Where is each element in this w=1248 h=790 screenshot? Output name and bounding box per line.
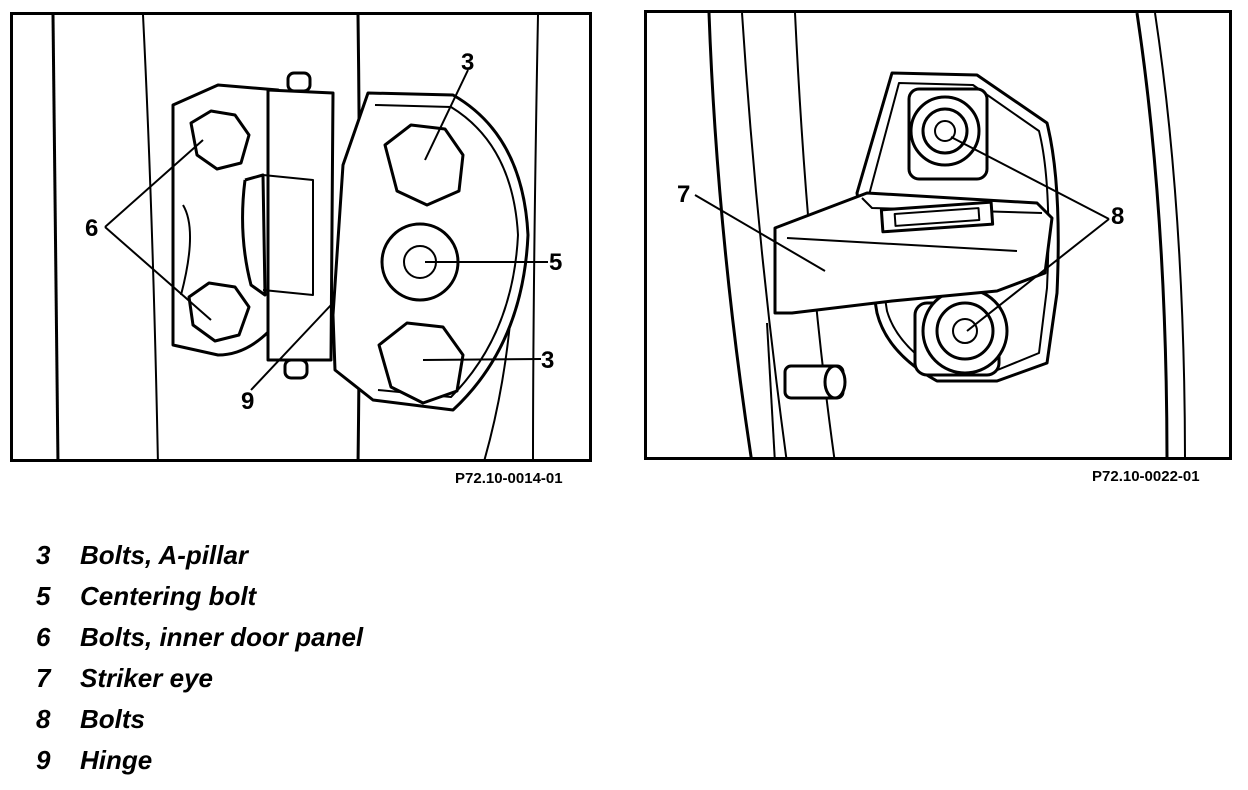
legend-item: 5 Centering bolt (36, 576, 363, 617)
callout-5: 5 (549, 249, 563, 276)
legend-number: 9 (36, 745, 51, 775)
figure-code-right: P72.10-0022-01 (1092, 468, 1200, 485)
striker-figure: 7 8 (644, 10, 1232, 460)
legend-text: Hinge (80, 745, 153, 775)
legend-number: 8 (36, 704, 51, 734)
callout-3-bottom: 3 (541, 347, 555, 374)
legend-item: 9 Hinge (36, 740, 363, 781)
legend-number: 3 (36, 540, 51, 570)
callout-7: 7 (677, 181, 691, 208)
legend-text: Bolts, inner door panel (80, 622, 364, 652)
hinge-drawing (51, 15, 548, 459)
legend-number: 6 (36, 622, 51, 652)
callout-3-top: 3 (461, 49, 475, 76)
callout-8: 8 (1111, 203, 1125, 230)
striker-drawing (694, 13, 1186, 457)
legend-item: 7 Striker eye (36, 658, 363, 699)
legend-number: 5 (36, 581, 51, 611)
legend: 3 Bolts, A-pillar 5 Centering bolt 6 Bol… (36, 535, 363, 781)
legend-item: 8 Bolts (36, 699, 363, 740)
legend-text: Bolts (80, 704, 145, 734)
legend-item: 6 Bolts, inner door panel (36, 617, 363, 658)
legend-text: Bolts, A-pillar (80, 540, 249, 570)
legend-text: Centering bolt (80, 581, 257, 611)
hinge-figure: 3 5 6 3 9 (10, 12, 592, 462)
legend-number: 7 (36, 663, 51, 693)
legend-text: Striker eye (80, 663, 213, 693)
callout-9: 9 (241, 388, 255, 415)
figure-code-left: P72.10-0014-01 (455, 470, 563, 487)
callout-6: 6 (85, 215, 99, 242)
legend-item: 3 Bolts, A-pillar (36, 535, 363, 576)
